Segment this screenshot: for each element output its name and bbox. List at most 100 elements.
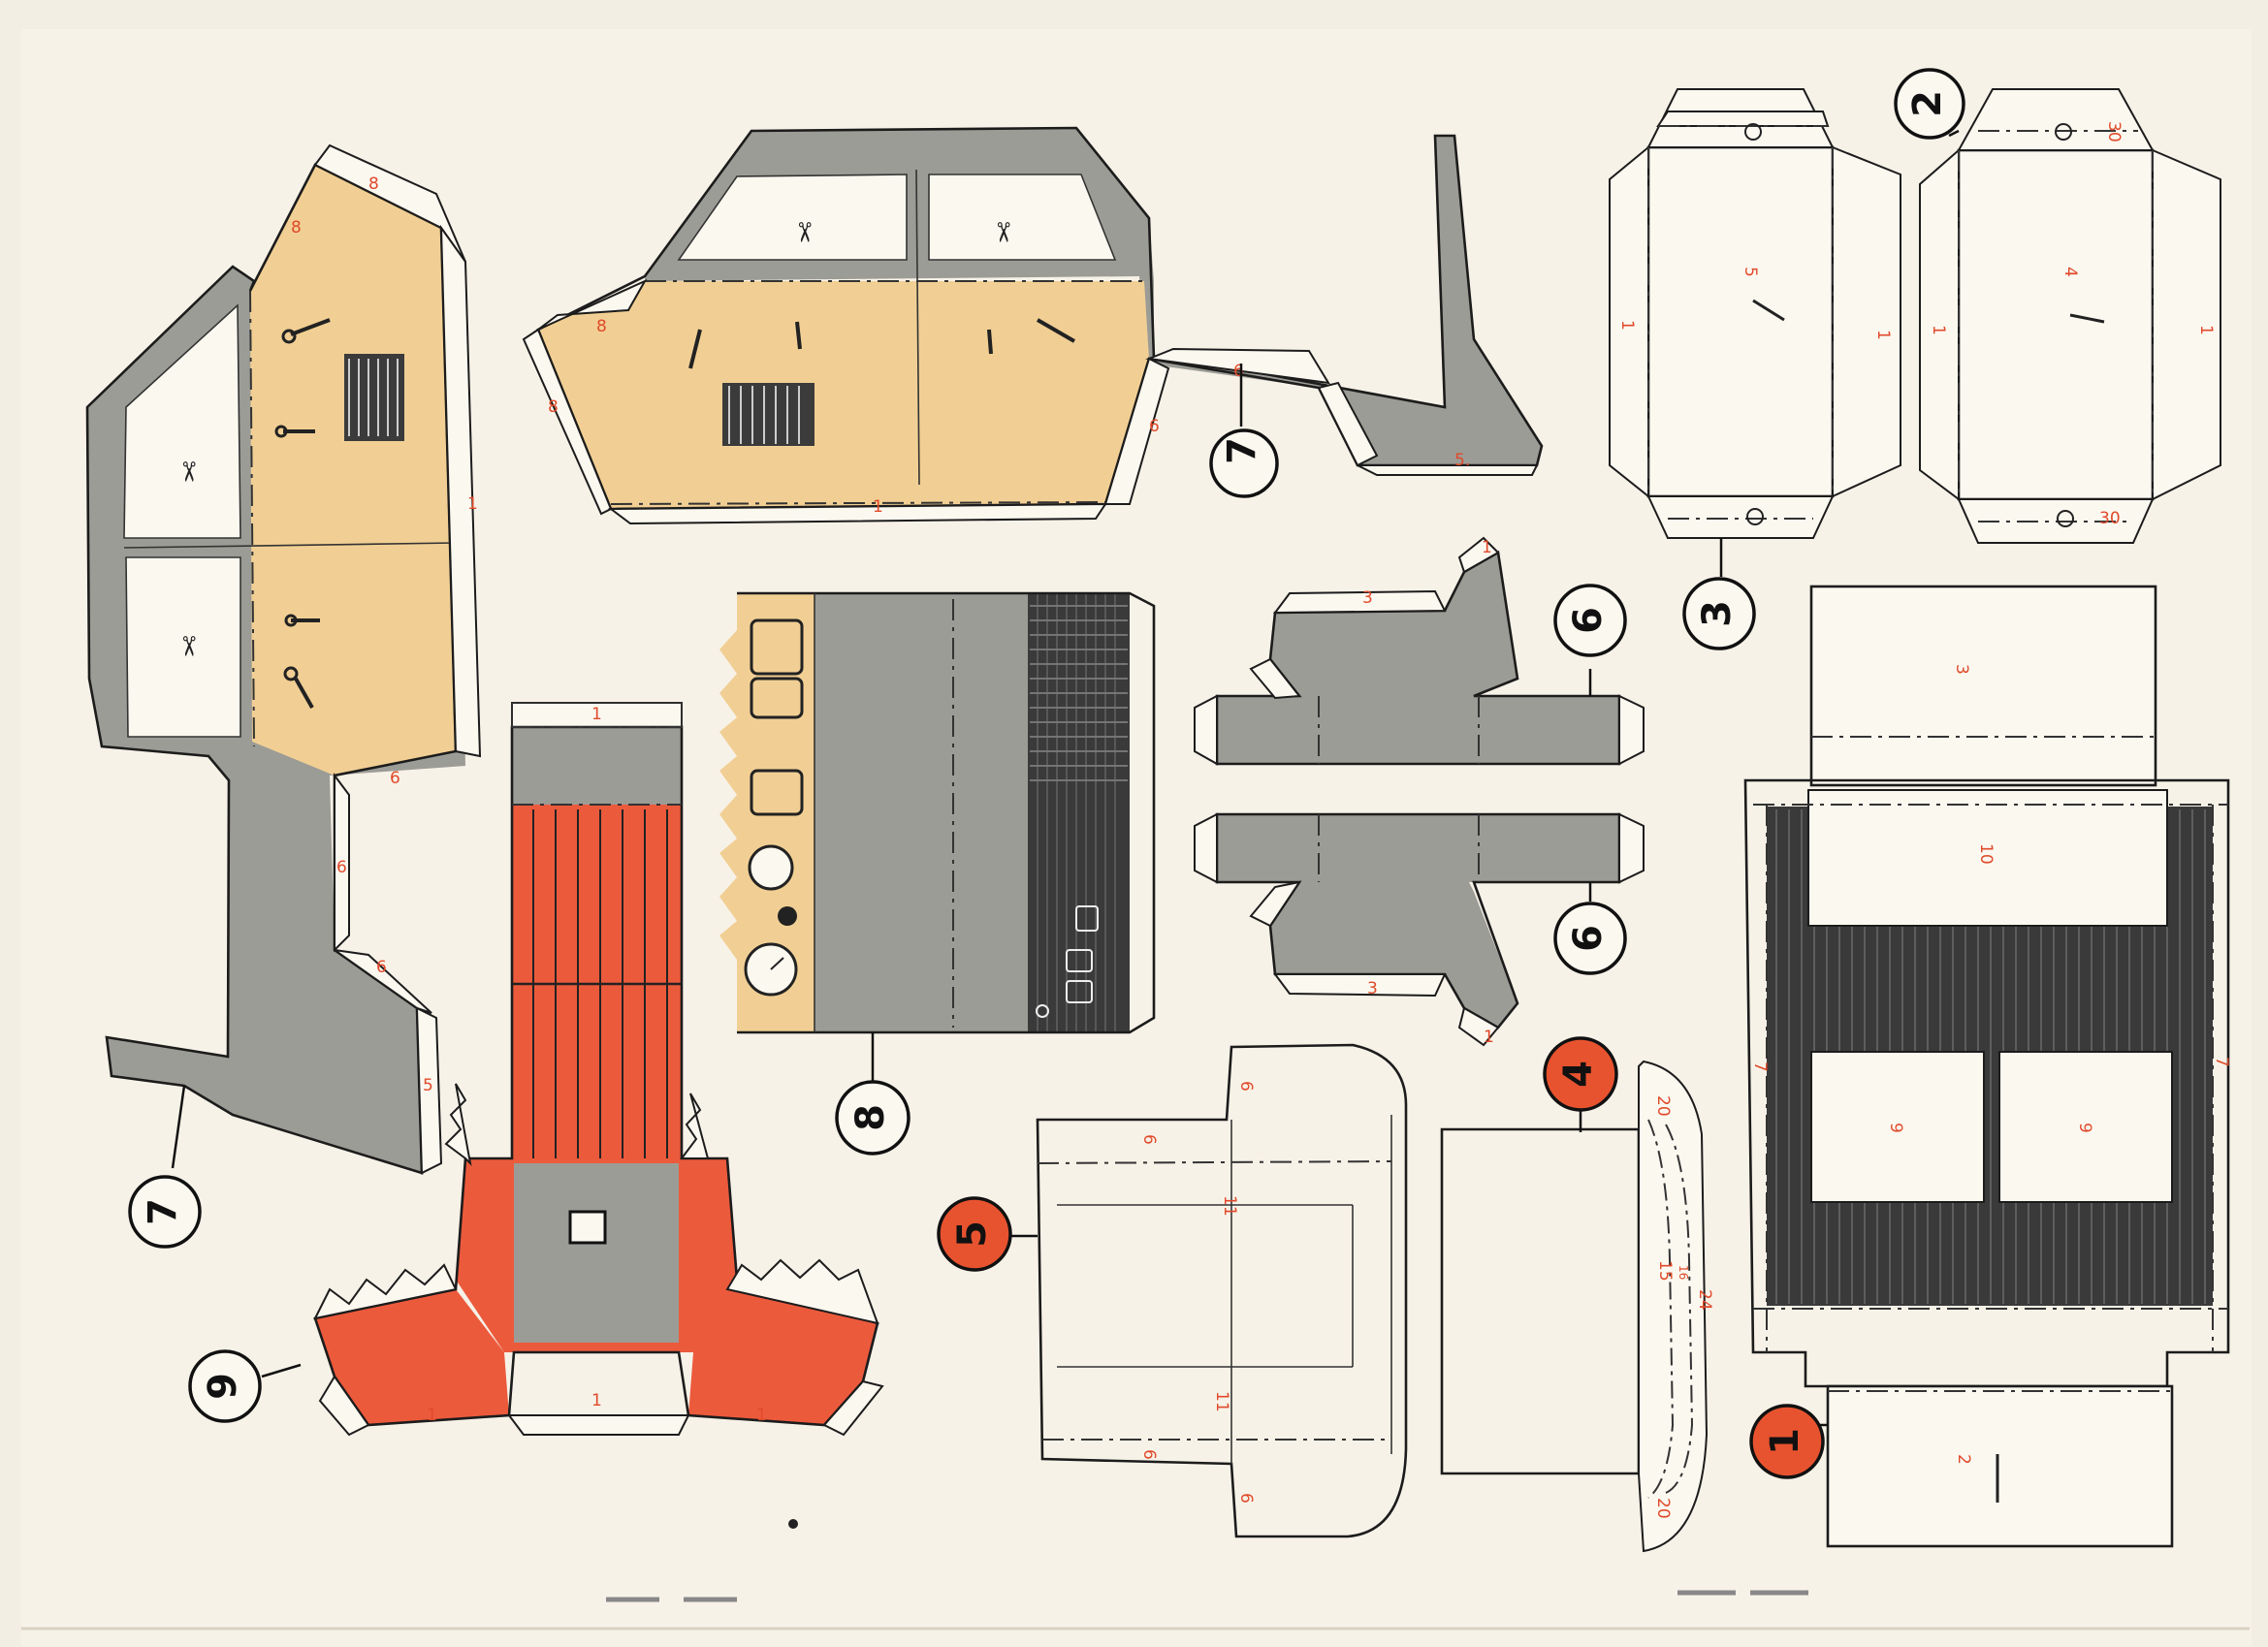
part-7-number: 7 (1220, 437, 1264, 464)
part-1-badge (1749, 1404, 1825, 1479)
part-4-rear: 20 20 15 16 24 (1440, 1060, 1714, 1553)
part-8-number: 8 (848, 1104, 893, 1131)
part-7-number: 7 (141, 1198, 185, 1225)
fold-label: 1 (427, 1406, 437, 1425)
fold-label: 3 (1362, 588, 1373, 608)
fold-label: 8 (291, 218, 302, 238)
fold-label: 9 (1886, 1123, 1905, 1133)
fold-label: 1 (1482, 538, 1492, 557)
fold-label: 6 (1236, 1081, 1256, 1092)
part-6-badge (1553, 902, 1627, 975)
screw-icon (1746, 508, 1764, 525)
part-2-box: 4 1 1 30 30 (1919, 88, 2221, 544)
door-handle (688, 329, 702, 369)
fold-label: 16 (1677, 1265, 1690, 1280)
fold-label: 30 (2099, 509, 2121, 528)
fold-label: 1 (1484, 1028, 1494, 1047)
part-7-side-panel: ✂ ✂ 8 8 1 6 6 6 5 (85, 143, 482, 1175)
fold-label: 6 (1236, 1493, 1256, 1504)
door-handle (290, 318, 331, 336)
vent-grille (722, 383, 815, 446)
part-2-number: 2 (1905, 90, 1950, 117)
lock-knob-2 (987, 329, 993, 355)
fold-label: 15 (1655, 1260, 1675, 1282)
fold-label: 5 (1741, 267, 1760, 277)
scissors-icon: ✂ (987, 221, 1019, 243)
fold-label: 6 (336, 858, 347, 877)
door-handle-2 (294, 678, 314, 709)
fold-label: 1 (1929, 325, 1948, 335)
fold-label: 6 (1139, 1449, 1159, 1460)
fold-label: 1 (591, 705, 602, 724)
fold-label: 1 (467, 494, 478, 514)
switch-icon (1066, 949, 1093, 972)
part-8-dashboard (719, 591, 1156, 1034)
fold-label: 8 (548, 397, 559, 417)
part-4-number: 4 (1556, 1061, 1601, 1088)
fold-label: 1 (591, 1391, 602, 1410)
radio-slot (750, 618, 804, 676)
part-1-number: 1 (1763, 1428, 1807, 1455)
fold-label: 5. (1454, 451, 1470, 470)
fold-label: 9 (2075, 1123, 2094, 1133)
part-badges: 7 7 9 8 6 6 2 3 4 5 (128, 68, 1965, 1479)
fold-label: 1 (1617, 320, 1637, 331)
part-6-badge (1553, 584, 1627, 657)
fold-label: 20 (1653, 1498, 1673, 1519)
ignition-icon (1036, 1004, 1049, 1018)
part-4-badge (1543, 1036, 1618, 1112)
screw-icon (1744, 123, 1762, 141)
part-8-badge (835, 1080, 910, 1156)
fold-label: 6 (1233, 362, 1244, 381)
part-6-number: 6 (1566, 607, 1611, 634)
fold-label: 3 (1367, 979, 1378, 998)
vent-grille (344, 354, 404, 441)
part-3-number: 3 (1695, 600, 1740, 627)
fold-label: 5 (423, 1076, 433, 1095)
seat-buckle (568, 1210, 607, 1245)
switch-icon (778, 906, 797, 926)
fold-label: 6 (390, 769, 400, 788)
part-1-roof: 3 10 9 9 2 7 7 (1743, 585, 2231, 1548)
fold-label: 8 (368, 174, 379, 194)
door-handle-2 (1036, 318, 1076, 343)
part-9-badge (188, 1349, 262, 1423)
fold-label: 7 (2212, 1057, 2231, 1067)
fold-label: 2 (1954, 1454, 1973, 1465)
fold-label: 8 (596, 317, 607, 336)
glovebox-icon (750, 769, 804, 816)
arrow-icon (1752, 299, 1785, 322)
part-5-badge (937, 1196, 1012, 1272)
fold-label: 3 (1952, 664, 1971, 675)
fold-label: 1 (2196, 325, 2216, 335)
screw-icon (2057, 510, 2074, 527)
part-9-seat: 1 1 1 1 (313, 702, 884, 1437)
fold-label: 20 (1653, 1095, 1673, 1117)
fold-label: 6 (376, 958, 387, 977)
fold-label: 10 (1976, 843, 1996, 865)
fold-label: 1 (1873, 330, 1893, 340)
fold-label: 4 (2060, 267, 2080, 277)
fold-label: 1 (873, 497, 883, 517)
fold-label: 11 (1220, 1195, 1239, 1217)
fold-label: 30 (2104, 121, 2124, 143)
part-6-number: 6 (1566, 925, 1611, 952)
part-6-bottom: 3 1 (1194, 812, 1645, 1047)
fold-label: 7 (1750, 1061, 1770, 1072)
switch-icon (1066, 980, 1093, 1003)
screw-icon (2055, 123, 2072, 141)
part-9-number: 9 (201, 1373, 245, 1400)
part-2-badge (1894, 68, 1965, 140)
part-7-door-panel: ✂ ✂ 8 8 1 6 6 5. (522, 126, 1544, 525)
arrow-icon (2069, 313, 2105, 324)
part-7-badge (128, 1175, 202, 1249)
fold-label: 6 (1149, 417, 1160, 436)
scissors-icon: ✂ (788, 221, 820, 243)
scissors-icon: ✂ (173, 635, 205, 657)
radio-slot-2 (750, 677, 804, 719)
part-5-floor: 11 11 6 6 6 6 (1036, 1043, 1408, 1538)
scissors-icon: ✂ (173, 460, 205, 483)
fold-label: 11 (1212, 1391, 1231, 1412)
fold-label: 6 (1139, 1134, 1159, 1145)
part-7-badge (1209, 428, 1279, 498)
